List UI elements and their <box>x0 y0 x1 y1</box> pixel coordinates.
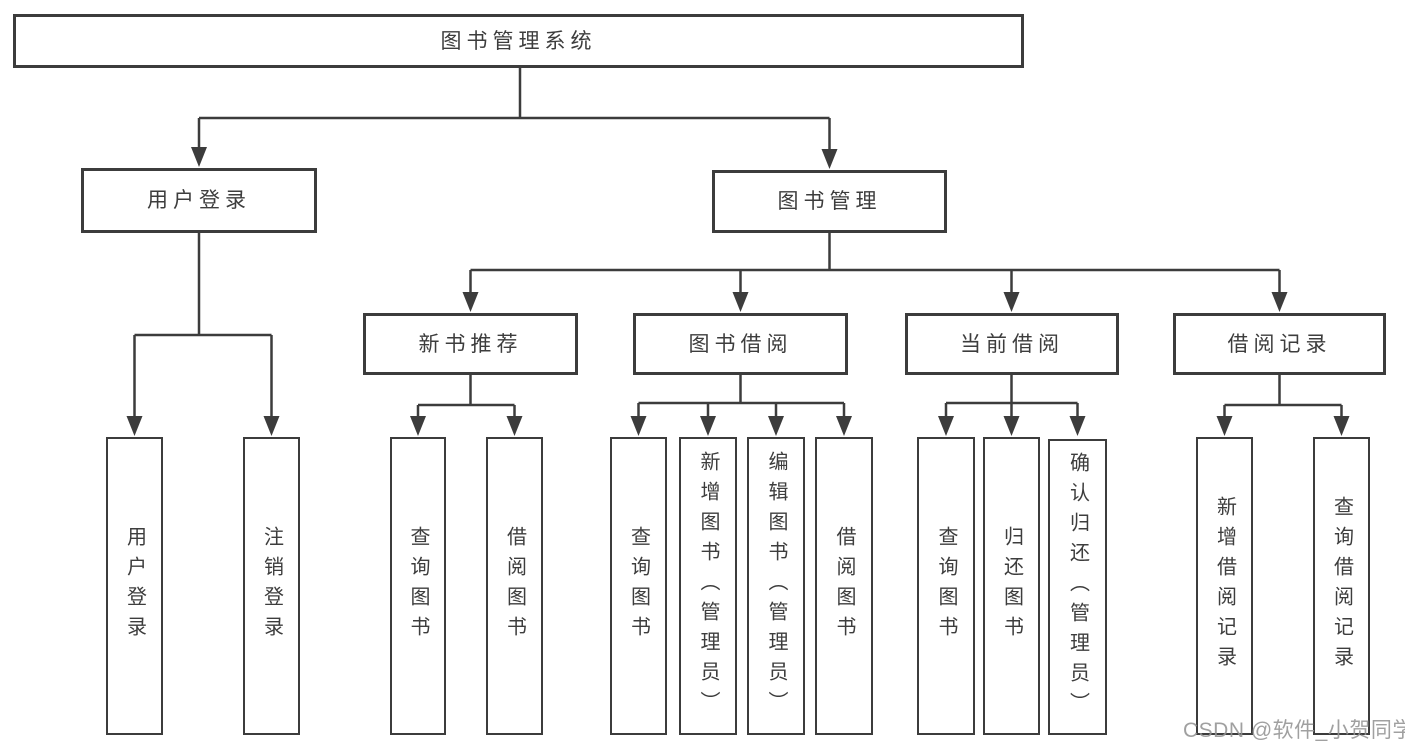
node-borrowing-add-books-admin: 新增图书（管理员） <box>679 437 737 735</box>
node-library-system: 图书管理系统 <box>13 14 1024 68</box>
csdn-watermark: CSDN @软件_小贺同学 <box>1183 719 1405 742</box>
node-book-management: 图书管理 <box>712 170 947 233</box>
node-user-login-group: 用户登录 <box>81 168 317 233</box>
node-records-query-record: 查询借阅记录 <box>1313 437 1370 735</box>
node-logout: 注销登录 <box>243 437 300 735</box>
node-recommend-query-books: 查询图书 <box>390 437 446 735</box>
node-recommend-borrow-books: 借阅图书 <box>486 437 543 735</box>
node-current-borrowing: 当前借阅 <box>905 313 1119 375</box>
node-borrowing-query-books: 查询图书 <box>610 437 667 735</box>
node-new-book-recommend: 新书推荐 <box>363 313 578 375</box>
node-borrowing-records: 借阅记录 <box>1173 313 1386 375</box>
node-borrowing-borrow-books: 借阅图书 <box>815 437 873 735</box>
node-current-confirm-return-admin: 确认归还（管理员） <box>1048 439 1107 735</box>
node-current-return-books: 归还图书 <box>983 437 1040 735</box>
node-user-login: 用户登录 <box>106 437 163 735</box>
node-records-add-record: 新增借阅记录 <box>1196 437 1253 735</box>
node-book-borrowing: 图书借阅 <box>633 313 848 375</box>
node-borrowing-edit-books-admin: 编辑图书（管理员） <box>747 437 805 735</box>
node-current-query-books: 查询图书 <box>917 437 975 735</box>
